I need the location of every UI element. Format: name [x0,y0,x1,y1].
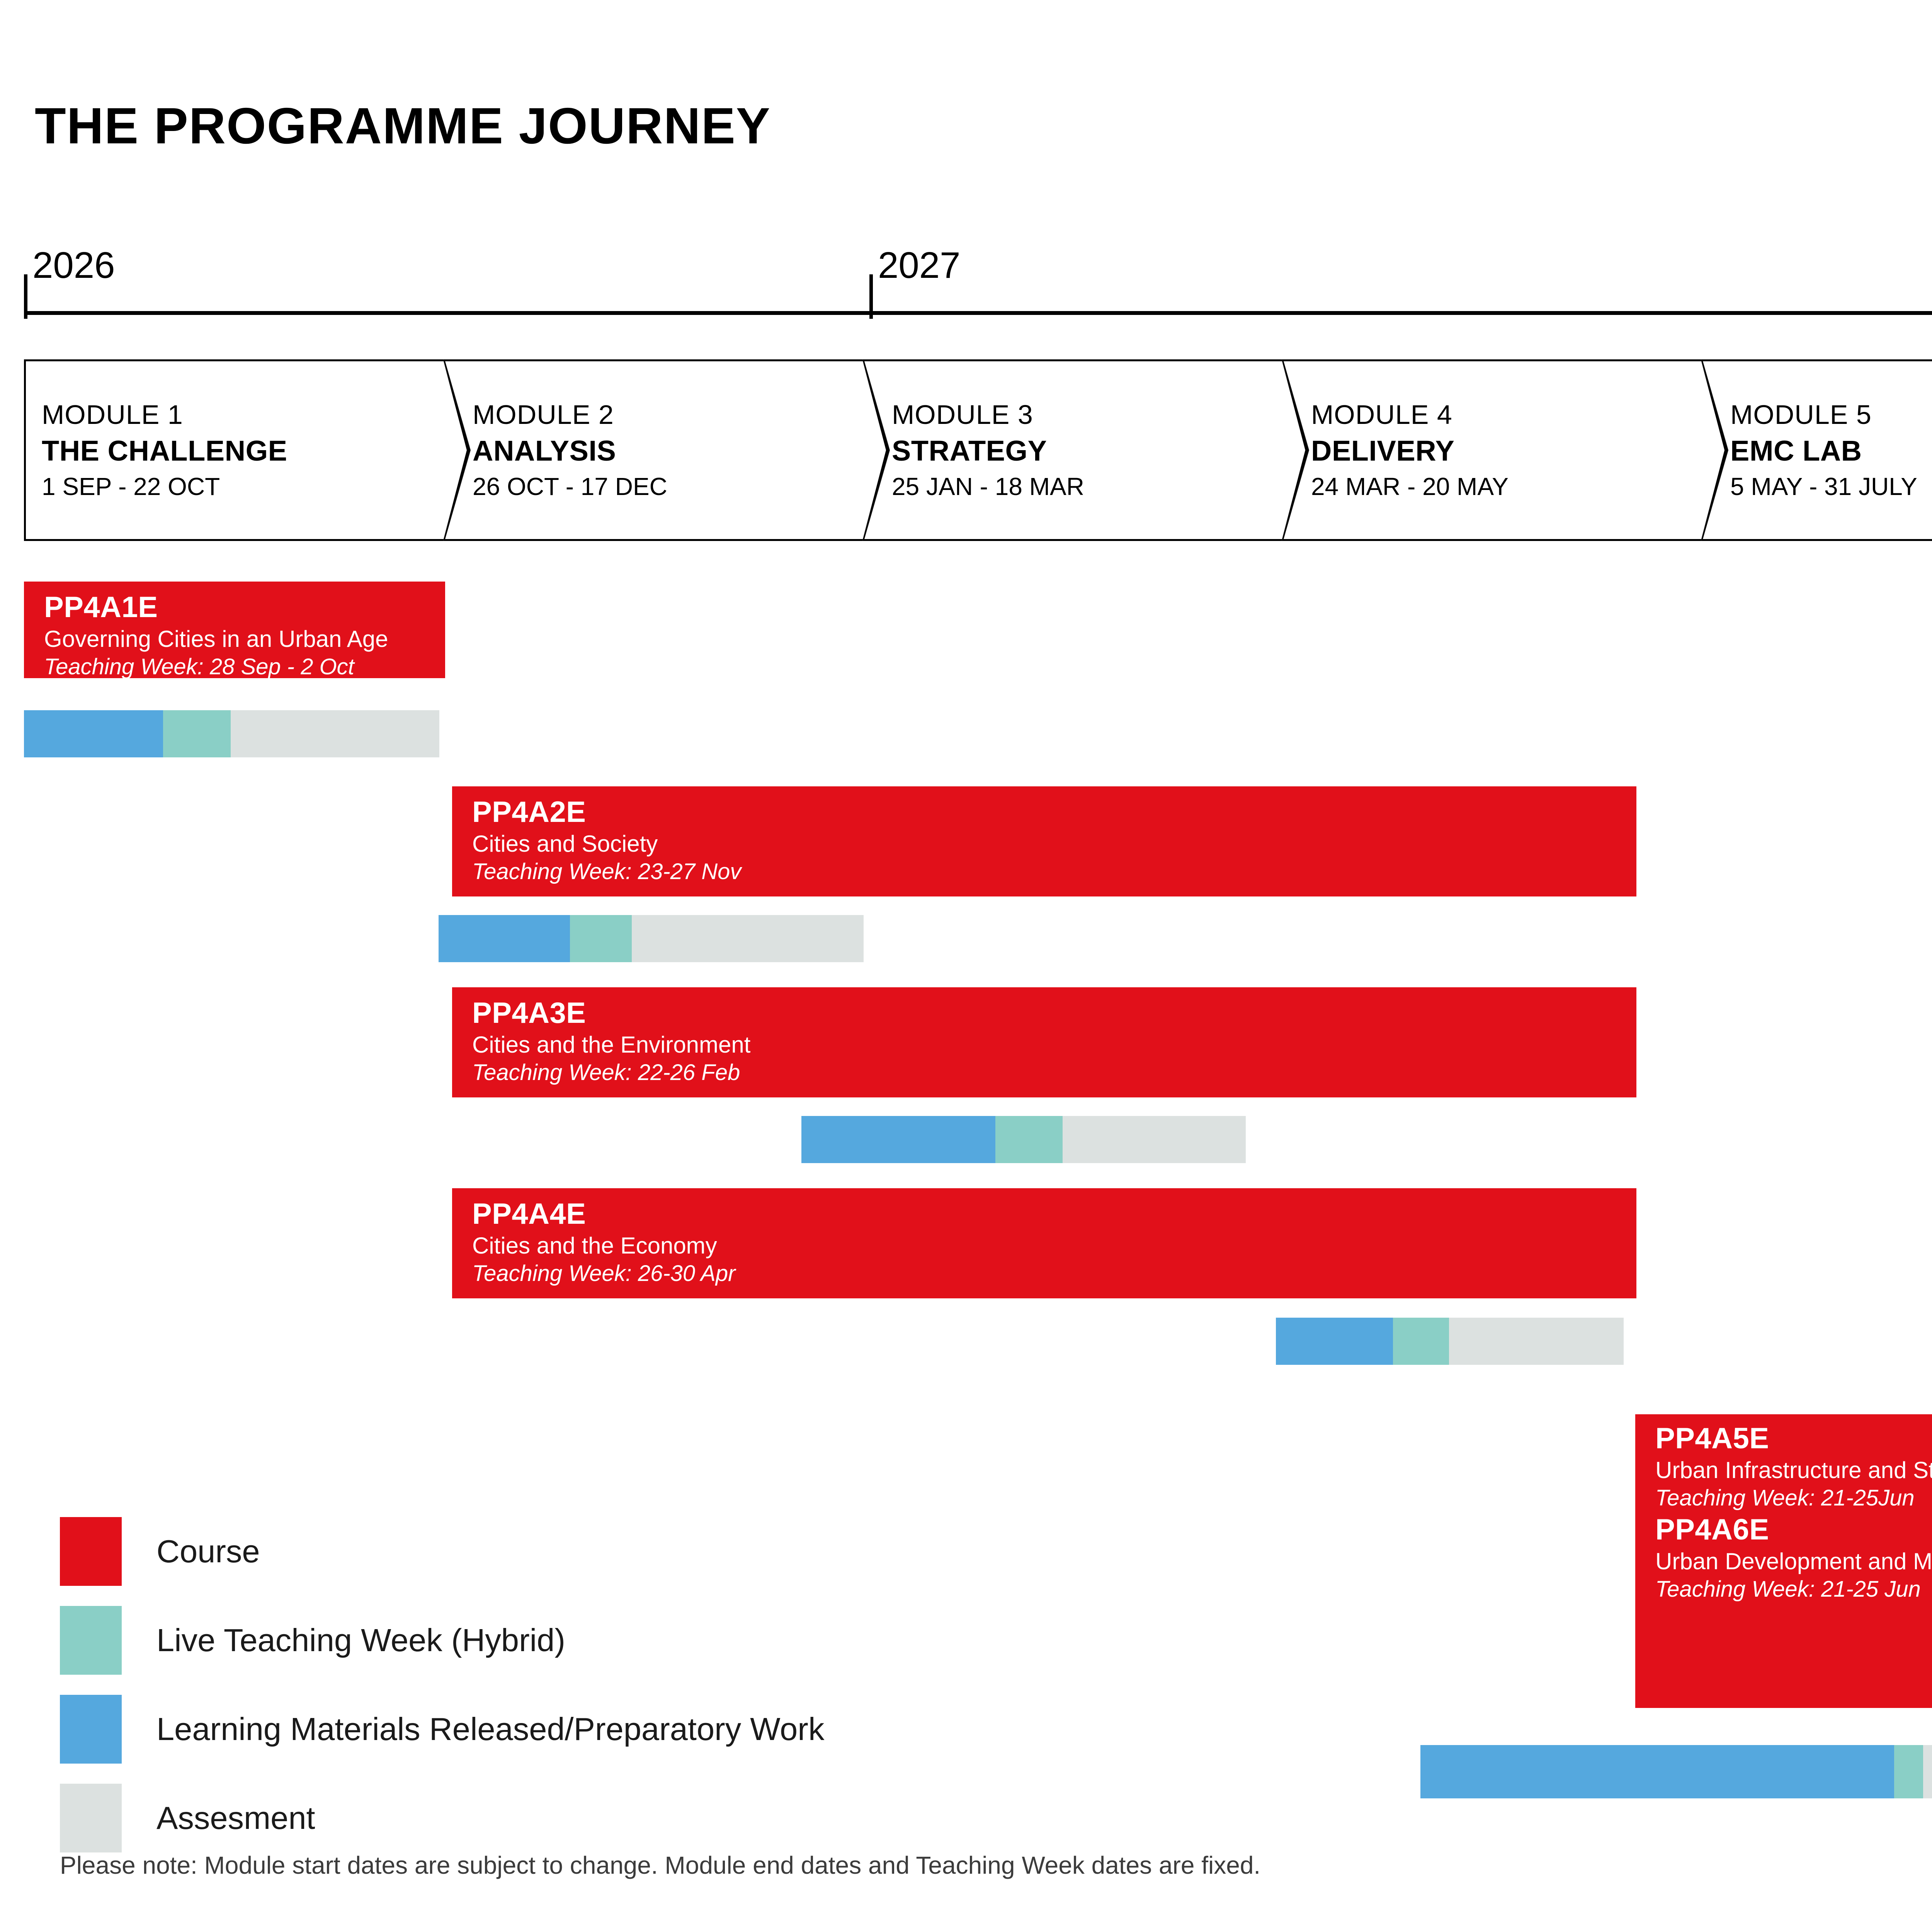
module-text: MODULE 1 THE CHALLENGE 1 SEP - 22 OCT [24,359,470,541]
segment-assesment [231,710,439,757]
page-title: THE PROGRAMME JOURNEY [35,97,771,154]
course-code: PP4A6E [1655,1513,1769,1546]
legend-item-4: Assesment [60,1774,824,1863]
legend-item-2: Live Teaching Week (Hybrid) [60,1596,824,1685]
course-code: PP4A3E [472,997,586,1029]
module-number: MODULE 3 [892,399,1033,430]
year-tick-2027 [869,274,873,319]
legend-item-1: Course [60,1507,824,1596]
course-code: PP4A4E [472,1197,586,1230]
chevron-outline [24,359,470,541]
segment-live-teaching-week-hybrid [1393,1318,1449,1365]
module-dates: 24 MAR - 20 MAY [1311,473,1509,501]
course-code: PP4A2E [472,796,586,828]
segment-live-teaching-week-hybrid [995,1116,1063,1163]
module-number: MODULE 2 [473,399,614,430]
module-name: ANALYSIS [473,434,616,467]
chevron-outline [1282,359,1728,541]
legend-label: Course [156,1533,260,1569]
segment-bar-PP4A3E [801,1116,1246,1163]
module-chevron-2[interactable]: MODULE 2 ANALYSIS 26 OCT - 17 DEC [443,359,889,541]
segment-live-teaching-week-hybrid [570,915,632,962]
module-name: DELIVERY [1311,434,1455,467]
segment-learning-materials-released-preparatory-work [439,915,570,962]
module-number: MODULE 1 [42,399,183,430]
course-teaching-week: Teaching Week: 23-27 Nov [472,859,742,885]
course-teaching-week: Teaching Week: 22-26 Feb [472,1060,740,1085]
module-name: EMC LAB [1730,434,1862,467]
segment-assesment [1063,1116,1246,1163]
chevron-fill [26,361,468,539]
module-text: MODULE 3 STRATEGY 25 JAN - 18 MAR [862,359,1309,541]
course-code: PP4A5E [1655,1422,1769,1455]
module-chevron-4[interactable]: MODULE 4 DELIVERY 24 MAR - 20 MAY [1282,359,1728,541]
course-teaching-week: Teaching Week: 21-25 Jun [1655,1577,1921,1602]
segment-bar-PP4A2E [439,915,864,962]
segment-assesment [1923,1745,1932,1798]
module-dates: 26 OCT - 17 DEC [473,473,667,501]
course-name: Cities and Society [472,830,658,857]
module-name: STRATEGY [892,434,1047,467]
segment-learning-materials-released-preparatory-work [1420,1745,1894,1798]
module-text: MODULE 5 EMC LAB 5 MAY - 31 JULY [1701,359,1932,541]
legend-swatch [60,1517,122,1586]
segment-learning-materials-released-preparatory-work [24,710,163,757]
legend-label: Assesment [156,1800,315,1836]
legend-label: Live Teaching Week (Hybrid) [156,1622,565,1658]
segment-bar-PP4A1E [24,710,439,757]
legend-swatch [60,1606,122,1675]
course-name: Urban Development and Master Planning [1655,1548,1932,1574]
module-text: MODULE 4 DELIVERY 24 MAR - 20 MAY [1282,359,1728,541]
chevron-fill [1703,361,1932,539]
course-teaching-week: Teaching Week: 28 Sep - 2 Oct [44,654,354,680]
legend-swatch [60,1784,122,1852]
segment-live-teaching-week-hybrid [163,710,231,757]
segment-learning-materials-released-preparatory-work [1276,1318,1393,1365]
chevron-fill [445,361,888,539]
year-label-2026: 2026 [32,245,115,286]
chevron-outline [862,359,1309,541]
course-teaching-week: Teaching Week: 21-25Jun [1655,1485,1915,1511]
legend-item-3: Learning Materials Released/Preparatory … [60,1685,824,1774]
module-dates: 1 SEP - 22 OCT [42,473,220,501]
timeline-axis [24,311,1932,315]
year-tick-2026 [24,274,27,319]
year-label-2027: 2027 [878,245,961,286]
chevron-outline [443,359,889,541]
course-name: Cities and the Environment [472,1031,751,1058]
module-dates: 25 JAN - 18 MAR [892,473,1084,501]
module-text: MODULE 2 ANALYSIS 26 OCT - 17 DEC [443,359,889,541]
course-code: PP4A1E [44,591,158,624]
segment-live-teaching-week-hybrid [1894,1745,1923,1798]
segment-bar-PP4A5E-PP4A6E [1420,1745,1932,1798]
module-dates: 5 MAY - 31 JULY [1730,473,1917,501]
legend-label: Learning Materials Released/Preparatory … [156,1711,825,1747]
chevron-fill [1284,361,1726,539]
course-teaching-week: Teaching Week: 26-30 Apr [472,1261,736,1286]
module-number: MODULE 5 [1730,399,1872,430]
segment-assesment [1449,1318,1624,1365]
segment-bar-PP4A4E [1276,1318,1624,1365]
module-name: THE CHALLENGE [42,434,287,467]
segment-learning-materials-released-preparatory-work [801,1116,995,1163]
footnote: Please note: Module start dates are subj… [60,1851,1261,1879]
course-name: Governing Cities in an Urban Age [44,626,388,652]
module-chevron-3[interactable]: MODULE 3 STRATEGY 25 JAN - 18 MAR [862,359,1309,541]
module-chevron-1[interactable]: MODULE 1 THE CHALLENGE 1 SEP - 22 OCT [24,359,470,541]
chevron-outline [1701,359,1932,541]
module-chevron-5[interactable]: MODULE 5 EMC LAB 5 MAY - 31 JULY [1701,359,1932,541]
course-name: Urban Infrastructure and Strategic Plann… [1655,1457,1932,1483]
course-name: Cities and the Economy [472,1232,717,1259]
segment-assesment [632,915,864,962]
module-number: MODULE 4 [1311,399,1452,430]
legend-swatch [60,1695,122,1764]
chevron-fill [864,361,1307,539]
